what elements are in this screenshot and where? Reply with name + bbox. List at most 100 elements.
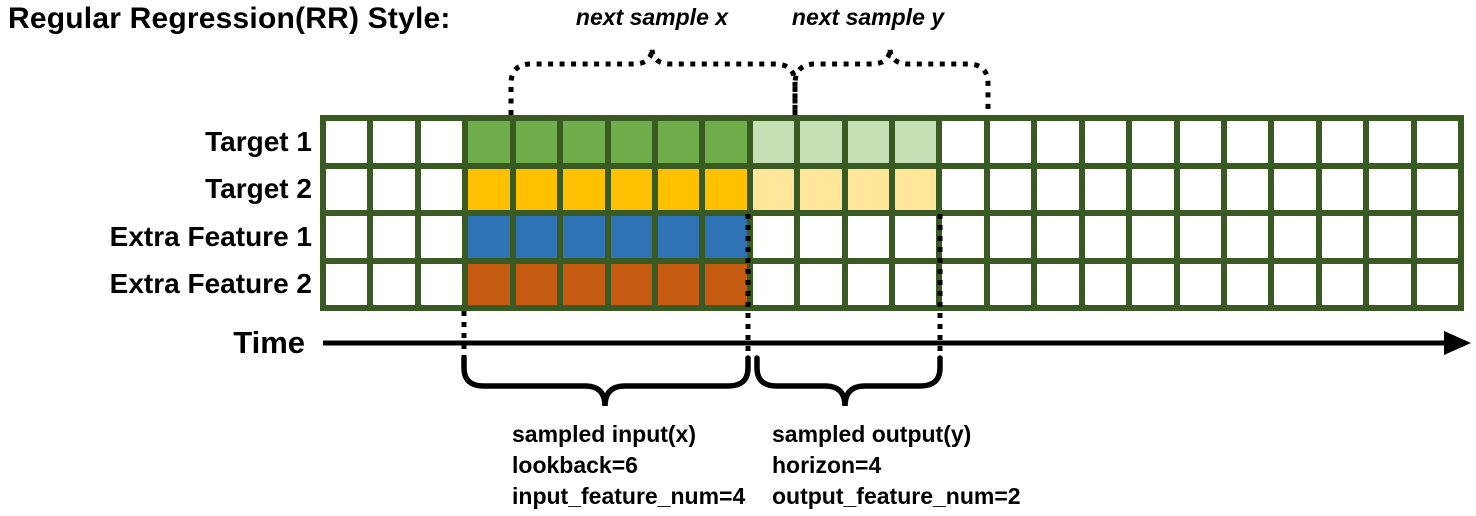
grid-cell [373,168,415,210]
grid-cell [705,168,747,210]
grid-cell [705,216,747,258]
grid-cell [942,168,984,210]
grid-cell [1369,216,1411,258]
grid-cell [563,263,605,305]
grid-cell [1274,121,1316,163]
grid-cell [1321,216,1364,258]
grid-cell [800,121,842,163]
grid-cell [1084,216,1127,258]
grid-cell [1179,168,1221,210]
row-label-extra-feature-1: Extra Feature 1 [109,221,312,252]
grid-cell [1084,121,1127,163]
grid-cell [942,263,984,305]
grid-cell [1226,263,1269,305]
grid-cell [895,216,937,258]
grid-cell [326,121,368,163]
grid-cell [705,263,747,305]
grid-cell [1132,263,1174,305]
sampled-input-annotation: sampled input(x) lookback=6 input_featur… [512,419,745,512]
grid-cell [1226,216,1269,258]
grid-cell [657,168,700,210]
grid-cell [515,263,558,305]
grid-cell [610,263,652,305]
sample-grid [320,115,1464,311]
grid-cell [373,216,415,258]
grid-cell [1132,216,1174,258]
lookback-value: lookback=6 [512,452,638,478]
grid-cell [563,168,605,210]
grid-cell [1084,168,1127,210]
grid-cell [420,168,463,210]
row-label-extra-feature-2: Extra Feature 2 [109,268,312,299]
output-feature-num-value: output_feature_num=2 [772,483,1021,509]
grid-cell [468,121,510,163]
grid-cell [1179,121,1221,163]
grid-cell [895,263,937,305]
grid-cell [989,121,1032,163]
grid-cell [420,121,463,163]
grid-cell [989,216,1032,258]
grid-cell [752,168,795,210]
row-label-target-2: Target 2 [205,173,312,204]
next-sample-x-brace [508,47,798,115]
grid-cell [800,168,842,210]
input-feature-num-value: input_feature_num=4 [512,483,746,509]
grid-cell [1037,263,1079,305]
grid-cell [942,121,984,163]
grid-cell [1132,121,1174,163]
grid-cell [1369,121,1411,163]
grid-cell [563,121,605,163]
grid-cell [610,168,652,210]
grid-cell [800,263,842,305]
grid-cell [705,121,747,163]
sampled-input-brace [461,355,751,407]
grid-cell [1321,168,1364,210]
grid-cell [800,216,842,258]
row-label-target-1: Target 1 [205,126,312,157]
grid-cell [1369,168,1411,210]
grid-cell [515,216,558,258]
grid-cell [1037,121,1079,163]
grid-cell [1226,168,1269,210]
sampled-input-title: sampled input(x) [512,421,697,447]
grid-cell [1416,121,1458,163]
grid-cell [895,121,937,163]
grid-cell [752,121,795,163]
grid-cell [420,263,463,305]
sampled-output-title: sampled output(y) [772,421,972,447]
sampled-output-annotation: sampled output(y) horizon=4 output_featu… [772,419,1021,512]
grid-cell [1416,216,1458,258]
grid-cell [1369,263,1411,305]
grid-cell [657,263,700,305]
grid-cell [847,263,889,305]
grid-cell [1274,168,1316,210]
grid-cell [1274,263,1316,305]
grid-cell [563,216,605,258]
time-axis-label: Time [233,325,305,360]
grid-cell [326,263,368,305]
grid-cell [515,121,558,163]
sampled-output-brace [754,355,943,407]
grid-cell [847,168,889,210]
grid-cell [989,263,1032,305]
grid-cell [657,121,700,163]
grid-cell [895,168,937,210]
grid-cell [1321,263,1364,305]
grid-cell [847,216,889,258]
grid-cell [942,216,984,258]
grid-cell [373,263,415,305]
next-sample-x-label: next sample x [575,4,729,30]
grid-cell [468,216,510,258]
grid-cell [373,121,415,163]
next-sample-y-label: next sample y [791,4,945,30]
next-sample-y-brace [792,47,991,115]
grid-cell [989,168,1032,210]
grid-cell [610,216,652,258]
grid-cell [468,168,510,210]
horizon-value: horizon=4 [772,452,882,478]
grid-cell [1274,216,1316,258]
grid-cell [1037,168,1079,210]
grid-cell [752,263,795,305]
grid-cell [1416,263,1458,305]
grid-cell [468,263,510,305]
